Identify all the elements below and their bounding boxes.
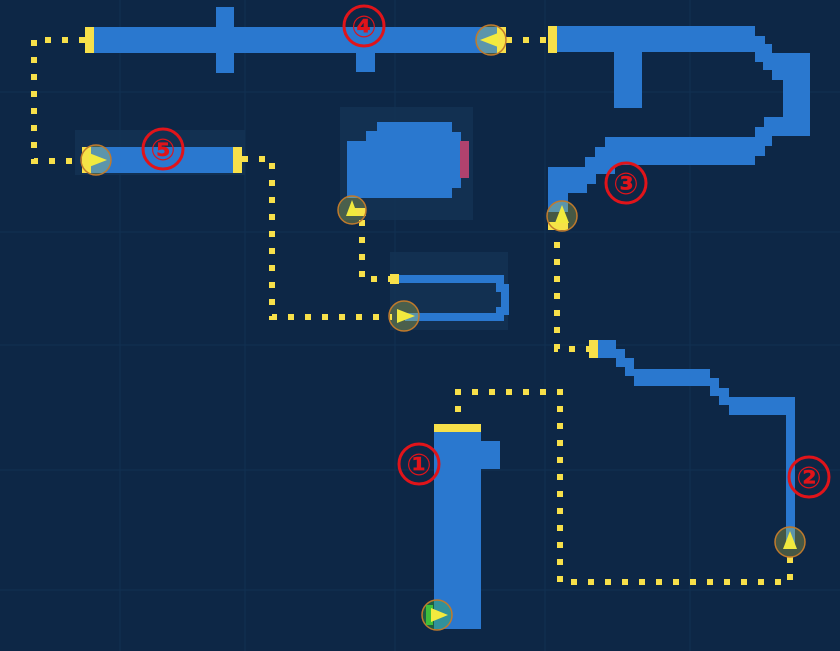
corridor-2 <box>595 340 795 548</box>
corridor-3-branch <box>614 50 642 108</box>
corridor-1-nub <box>478 441 500 469</box>
transfer-arrow-icon[interactable] <box>475 24 507 56</box>
door-icon[interactable] <box>233 147 242 173</box>
small-loop-corridor <box>395 275 509 321</box>
marker-4: ④ <box>342 4 386 48</box>
door-icon[interactable] <box>434 424 481 432</box>
door-icon[interactable] <box>548 222 568 230</box>
corridors <box>86 7 810 629</box>
marker-2: ② <box>787 455 831 499</box>
corridor-1 <box>434 430 481 629</box>
door-icon[interactable] <box>350 208 366 216</box>
door-icon[interactable] <box>82 147 91 173</box>
corridor-4 <box>90 27 505 53</box>
route-room-link <box>359 220 392 282</box>
door-icon[interactable] <box>390 274 399 284</box>
marker-3-label: ③ <box>613 167 638 202</box>
door-icon[interactable] <box>589 340 598 358</box>
transfer-arrow-icon[interactable] <box>337 195 367 225</box>
route-markers: ① ② ③ ④ ⑤ <box>141 4 831 499</box>
transfer-arrow-icon[interactable] <box>388 300 420 332</box>
doors <box>82 26 598 432</box>
start-arrow-icon[interactable] <box>421 599 453 631</box>
door-icon[interactable] <box>548 26 557 53</box>
marker-5-label: ⑤ <box>150 133 175 168</box>
transfer-arrow-icon[interactable] <box>774 526 806 558</box>
route-1-to-2 <box>455 389 793 585</box>
central-room <box>347 122 461 198</box>
marker-5: ⑤ <box>141 127 185 171</box>
marker-4-label: ④ <box>351 10 376 45</box>
corridor-4-branch-a <box>216 7 234 73</box>
transfer-arrows <box>80 24 806 558</box>
transfer-arrow-icon[interactable] <box>80 144 112 176</box>
hazard-block <box>460 141 469 178</box>
marker-1-label: ① <box>406 448 431 483</box>
door-icon[interactable] <box>497 27 506 53</box>
transfer-arrow-icon[interactable] <box>546 200 578 232</box>
corridor-3 <box>548 26 810 212</box>
route-2-to-3 <box>554 232 592 352</box>
route-paths <box>31 37 793 585</box>
marker-3: ③ <box>604 161 648 205</box>
marker-2-label: ② <box>796 461 821 496</box>
corridor-4-branch-b <box>356 45 375 72</box>
marker-1: ① <box>397 442 441 486</box>
door-icon[interactable] <box>85 27 94 53</box>
